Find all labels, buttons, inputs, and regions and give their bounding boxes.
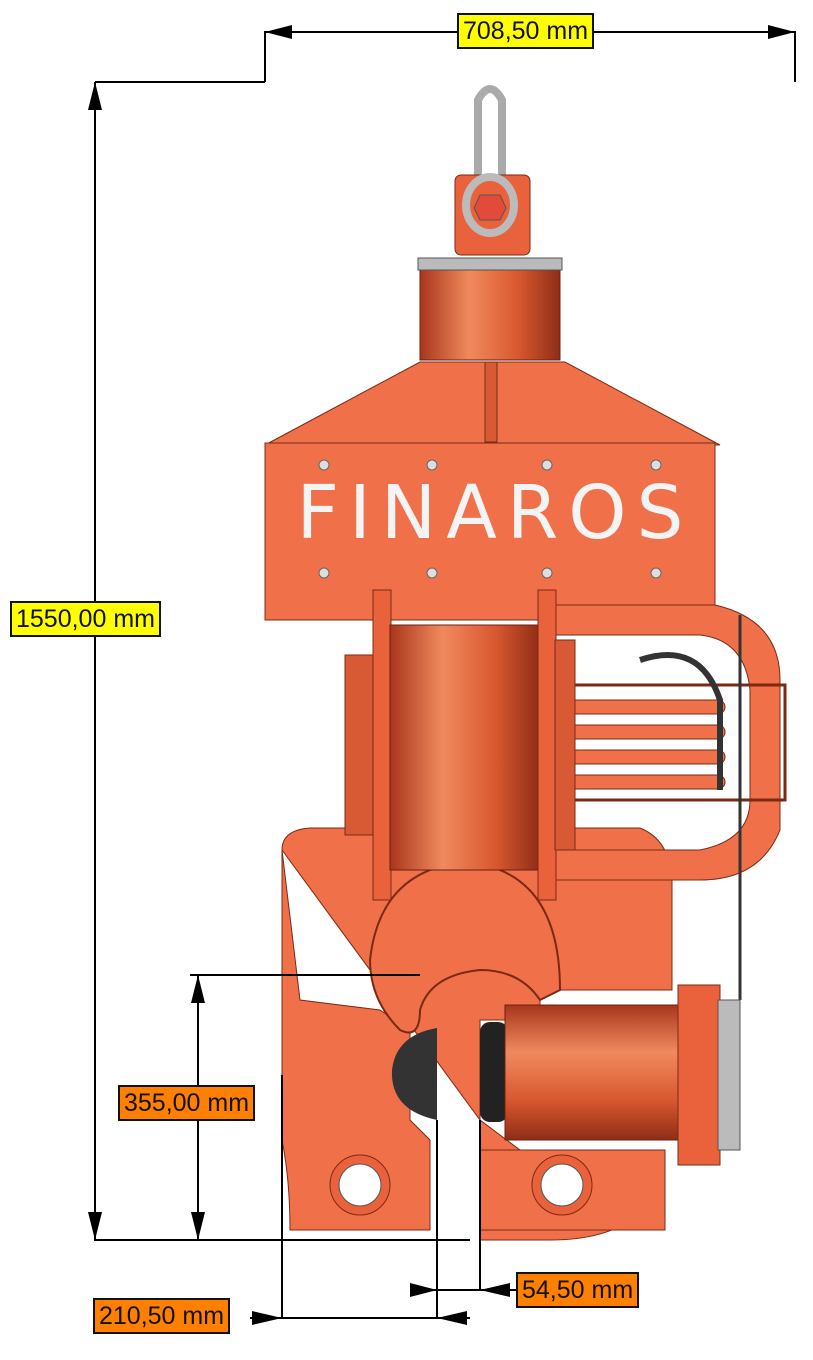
dimension-jaw-height: 355,00 mm — [118, 1085, 256, 1121]
swivel-cylinder — [417, 257, 563, 361]
dimension-overall-width: 708,50 mm — [457, 13, 595, 49]
plate-bolts — [318, 459, 662, 579]
left-gripper — [391, 1028, 437, 1120]
clamp-cylinder — [504, 984, 741, 1166]
finaros-logo: FINAROS — [296, 470, 694, 556]
dimension-overall-height: 1550,00 mm — [10, 601, 161, 637]
main-drum — [344, 589, 576, 901]
dimension-jaw-gap: 54,50 mm — [516, 1272, 640, 1308]
lifting-shackle — [454, 85, 531, 256]
dimension-jaw-offset: 210,50 mm — [93, 1298, 231, 1334]
logo-plate — [264, 442, 716, 621]
dimension-arrows — [88, 25, 795, 1325]
right-gripper — [480, 1022, 508, 1122]
